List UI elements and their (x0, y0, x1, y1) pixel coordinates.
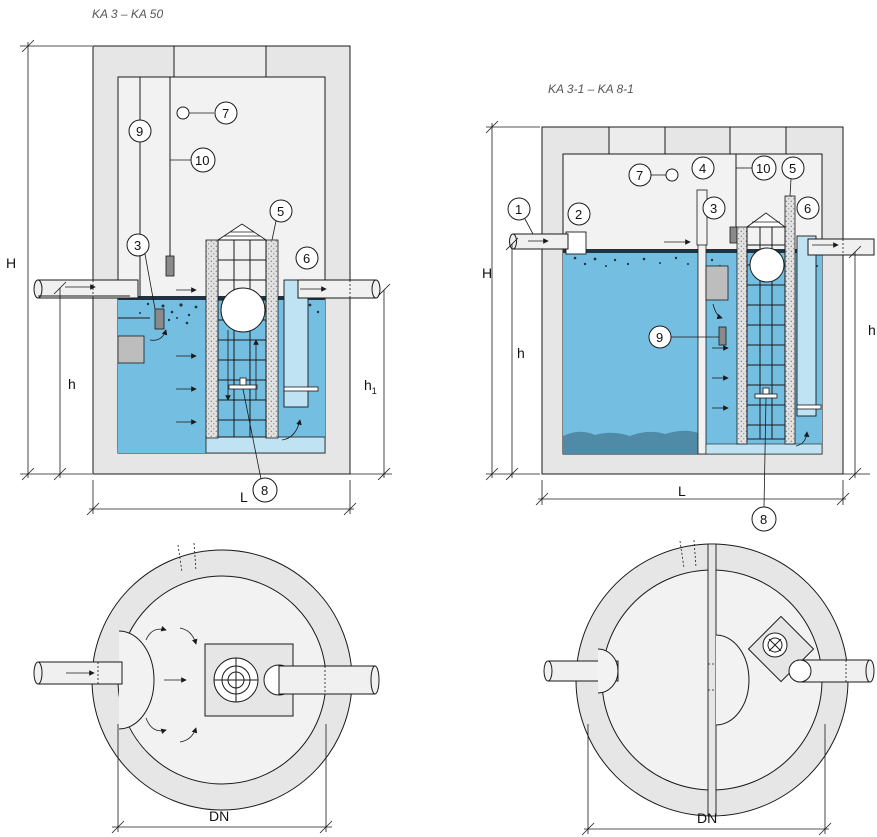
left-dimension-lines (20, 39, 392, 516)
right-scum-particles (573, 256, 818, 267)
left-scum-layer (118, 296, 325, 300)
left-plan-view (33, 542, 380, 834)
left-tank-elevation: H h h1 L 9 7 10 3 5 6 8 (6, 39, 392, 516)
right-divider-wall (697, 243, 707, 455)
right-manhole-cover-a (608, 126, 666, 155)
callout-right-2: 2 (575, 207, 582, 222)
left-dim-L: L (240, 489, 248, 505)
right-plan-view (543, 539, 875, 836)
left-filter-wall-a (205, 239, 219, 439)
right-dimension-lines (485, 120, 870, 506)
right-outlet-pipe (807, 238, 875, 256)
callout-left-5: 5 (277, 204, 284, 219)
left-dim-h: h (68, 376, 76, 392)
callout-right-4: 4 (699, 161, 706, 176)
callout-right-1: 1 (515, 202, 522, 217)
left-manhole-cover (173, 45, 267, 78)
left-callouts: 9 7 10 3 5 6 8 (126, 101, 319, 503)
right-scum-layer (563, 249, 822, 253)
left-filter-cage (216, 223, 268, 438)
right-inlet-pipe (509, 233, 569, 250)
callout-right-8: 8 (760, 512, 767, 527)
right-outlet-riser (796, 235, 817, 417)
callout-left-9: 9 (136, 124, 143, 139)
left-outlet-riser (283, 279, 309, 408)
callout-right-7: 7 (636, 168, 643, 183)
left-dim-DN: DN (209, 808, 229, 824)
callout-right-3: 3 (710, 201, 717, 216)
left-outlet-pipe (297, 279, 381, 299)
left-dim-h1: h1 (364, 377, 377, 396)
title-right: KA 3-1 – KA 8-1 (548, 82, 634, 96)
right-callouts: 1 2 7 4 3 10 5 6 9 8 (507, 155, 820, 532)
callout-left-8: 8 (261, 483, 268, 498)
right-dim-L: L (678, 483, 686, 499)
left-inlet-pipe (33, 279, 139, 299)
title-left: KA 3 – KA 50 (92, 7, 163, 21)
callout-right-9: 9 (656, 330, 663, 345)
left-dim-H: H (6, 255, 16, 271)
right-filter-cage (745, 212, 787, 440)
right-manhole-cover-b (729, 126, 787, 155)
left-scum-particles (139, 302, 320, 325)
right-water (563, 251, 822, 454)
callout-right-6: 6 (804, 201, 811, 216)
left-bottom-band (205, 436, 326, 454)
right-dim-DN: DN (697, 810, 717, 826)
callout-left-7: 7 (222, 106, 229, 121)
callout-left-6: 6 (303, 251, 310, 266)
callout-right-5: 5 (789, 161, 796, 176)
right-dim-h: h (517, 345, 525, 361)
callout-left-10: 10 (195, 153, 209, 168)
left-filter-wall-b (265, 239, 279, 439)
callout-left-3: 3 (134, 238, 141, 253)
right-dim-h1: h (868, 322, 876, 338)
right-tank-elevation: H h h L 1 2 7 4 3 10 5 6 (482, 120, 876, 532)
left-float-switch (165, 255, 175, 277)
right-dim-H: H (482, 265, 492, 281)
callout-right-10: 10 (756, 161, 770, 176)
right-float-switch (718, 326, 727, 346)
right-sludge (563, 430, 698, 454)
